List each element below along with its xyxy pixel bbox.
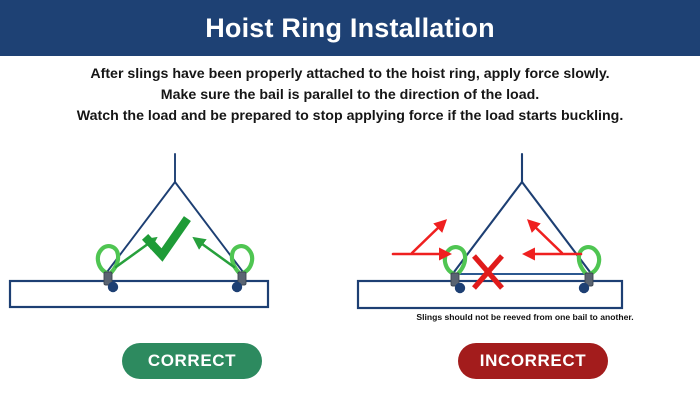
load-bar <box>8 279 270 309</box>
hoist-ring-bolt-left <box>454 282 466 294</box>
diagram-correct <box>0 140 350 340</box>
force-arrows-incorrect <box>391 219 583 261</box>
hoist-ring-left <box>442 245 468 294</box>
force-arrow-left-diagonal <box>410 219 448 255</box>
hoist-ring-right <box>576 245 602 294</box>
green-check-icon <box>141 216 191 262</box>
red-x-icon <box>472 254 504 290</box>
correct-button[interactable]: CORRECT <box>122 343 262 379</box>
hoist-ring-bolt-left <box>107 281 119 293</box>
hoist-ring-body-left <box>450 272 460 287</box>
load-bar <box>356 279 624 310</box>
incorrect-button[interactable]: INCORRECT <box>458 343 608 379</box>
instruction-line-1: After slings have been properly attached… <box>90 66 610 82</box>
force-arrows-correct <box>114 236 236 269</box>
hoist-ring-body-right <box>584 272 594 287</box>
instruction-line-3: Watch the load and be prepared to stop a… <box>76 108 624 124</box>
hoist-ring-bolt-right <box>578 282 590 294</box>
diagram-row: Slings should not be reeved from one bai… <box>0 140 700 340</box>
verdict-button-row: CORRECT INCORRECT <box>0 340 700 400</box>
force-arrow-left <box>114 236 158 269</box>
instruction-line-2: Make sure the bail is parallel to the di… <box>160 87 540 103</box>
diagram-caption: Slings should not be reeved from one bai… <box>416 312 634 322</box>
force-arrow-right-diagonal <box>526 219 564 255</box>
header-banner: Hoist Ring Installation <box>0 0 700 56</box>
hoist-ring-body-left <box>103 271 113 286</box>
page-title: Hoist Ring Installation <box>205 12 495 43</box>
hoist-ring-bolt-right <box>231 281 243 293</box>
hoist-ring-right <box>229 244 255 293</box>
hoist-ring-body-right <box>237 271 247 286</box>
force-arrow-right <box>192 236 236 269</box>
sling-assembly-correct <box>106 153 244 273</box>
instructions-block: After slings have been properly attached… <box>0 64 700 127</box>
diagram-incorrect: Slings should not be reeved from one bai… <box>350 140 700 340</box>
